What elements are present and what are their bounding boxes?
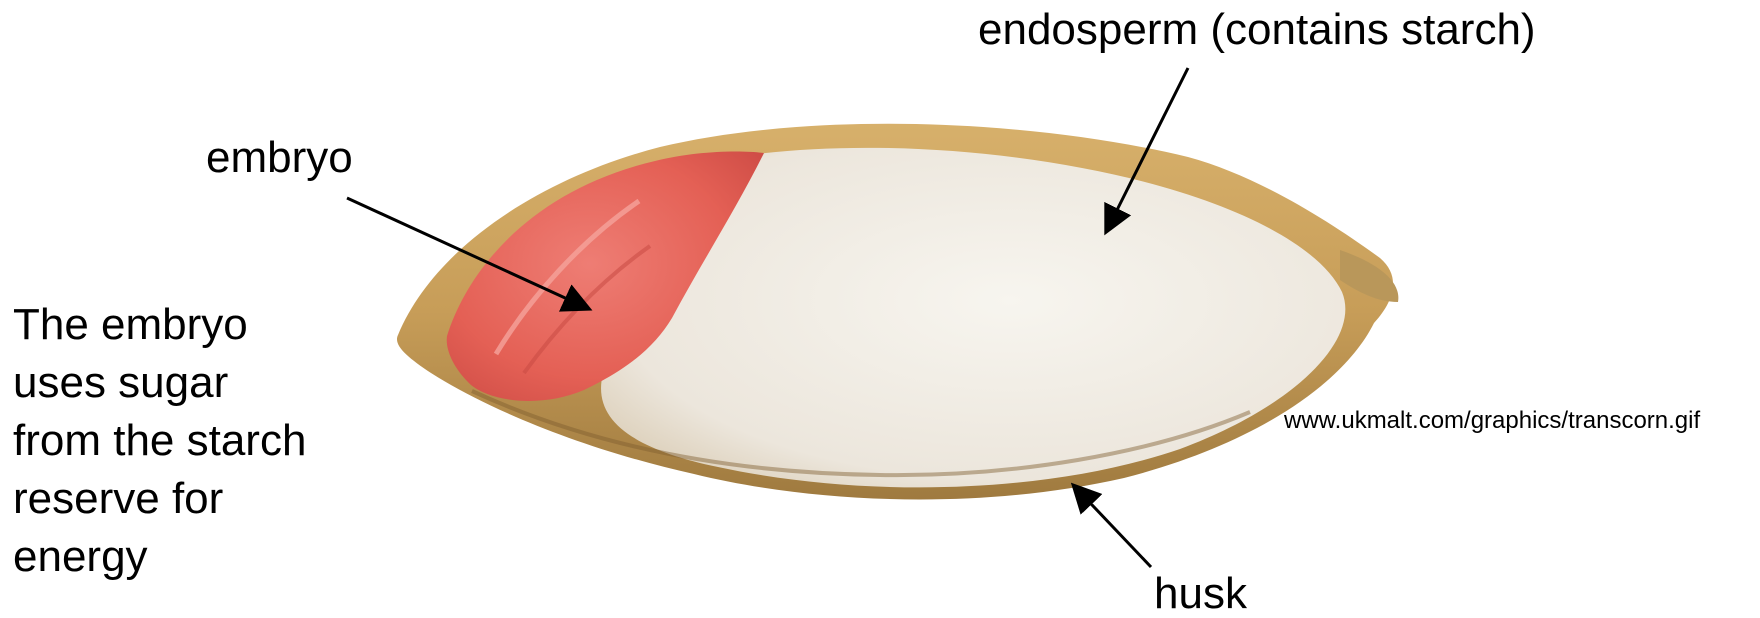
caption-line: uses sugar	[13, 354, 353, 412]
husk-label: husk	[1154, 572, 1247, 616]
caption-line: from the starch	[13, 412, 353, 470]
embryo-caption: The embryo uses sugar from the starch re…	[13, 296, 353, 586]
caption-line: reserve for	[13, 470, 353, 528]
embryo-label: embryo	[206, 136, 353, 180]
caption-line: energy	[13, 528, 353, 586]
seed	[397, 124, 1398, 500]
source-url: www.ukmalt.com/graphics/transcorn.gif	[1284, 409, 1700, 433]
caption-line: The embryo	[13, 296, 353, 354]
husk-arrow	[1075, 487, 1151, 567]
endosperm-label: endosperm (contains starch)	[978, 8, 1536, 52]
